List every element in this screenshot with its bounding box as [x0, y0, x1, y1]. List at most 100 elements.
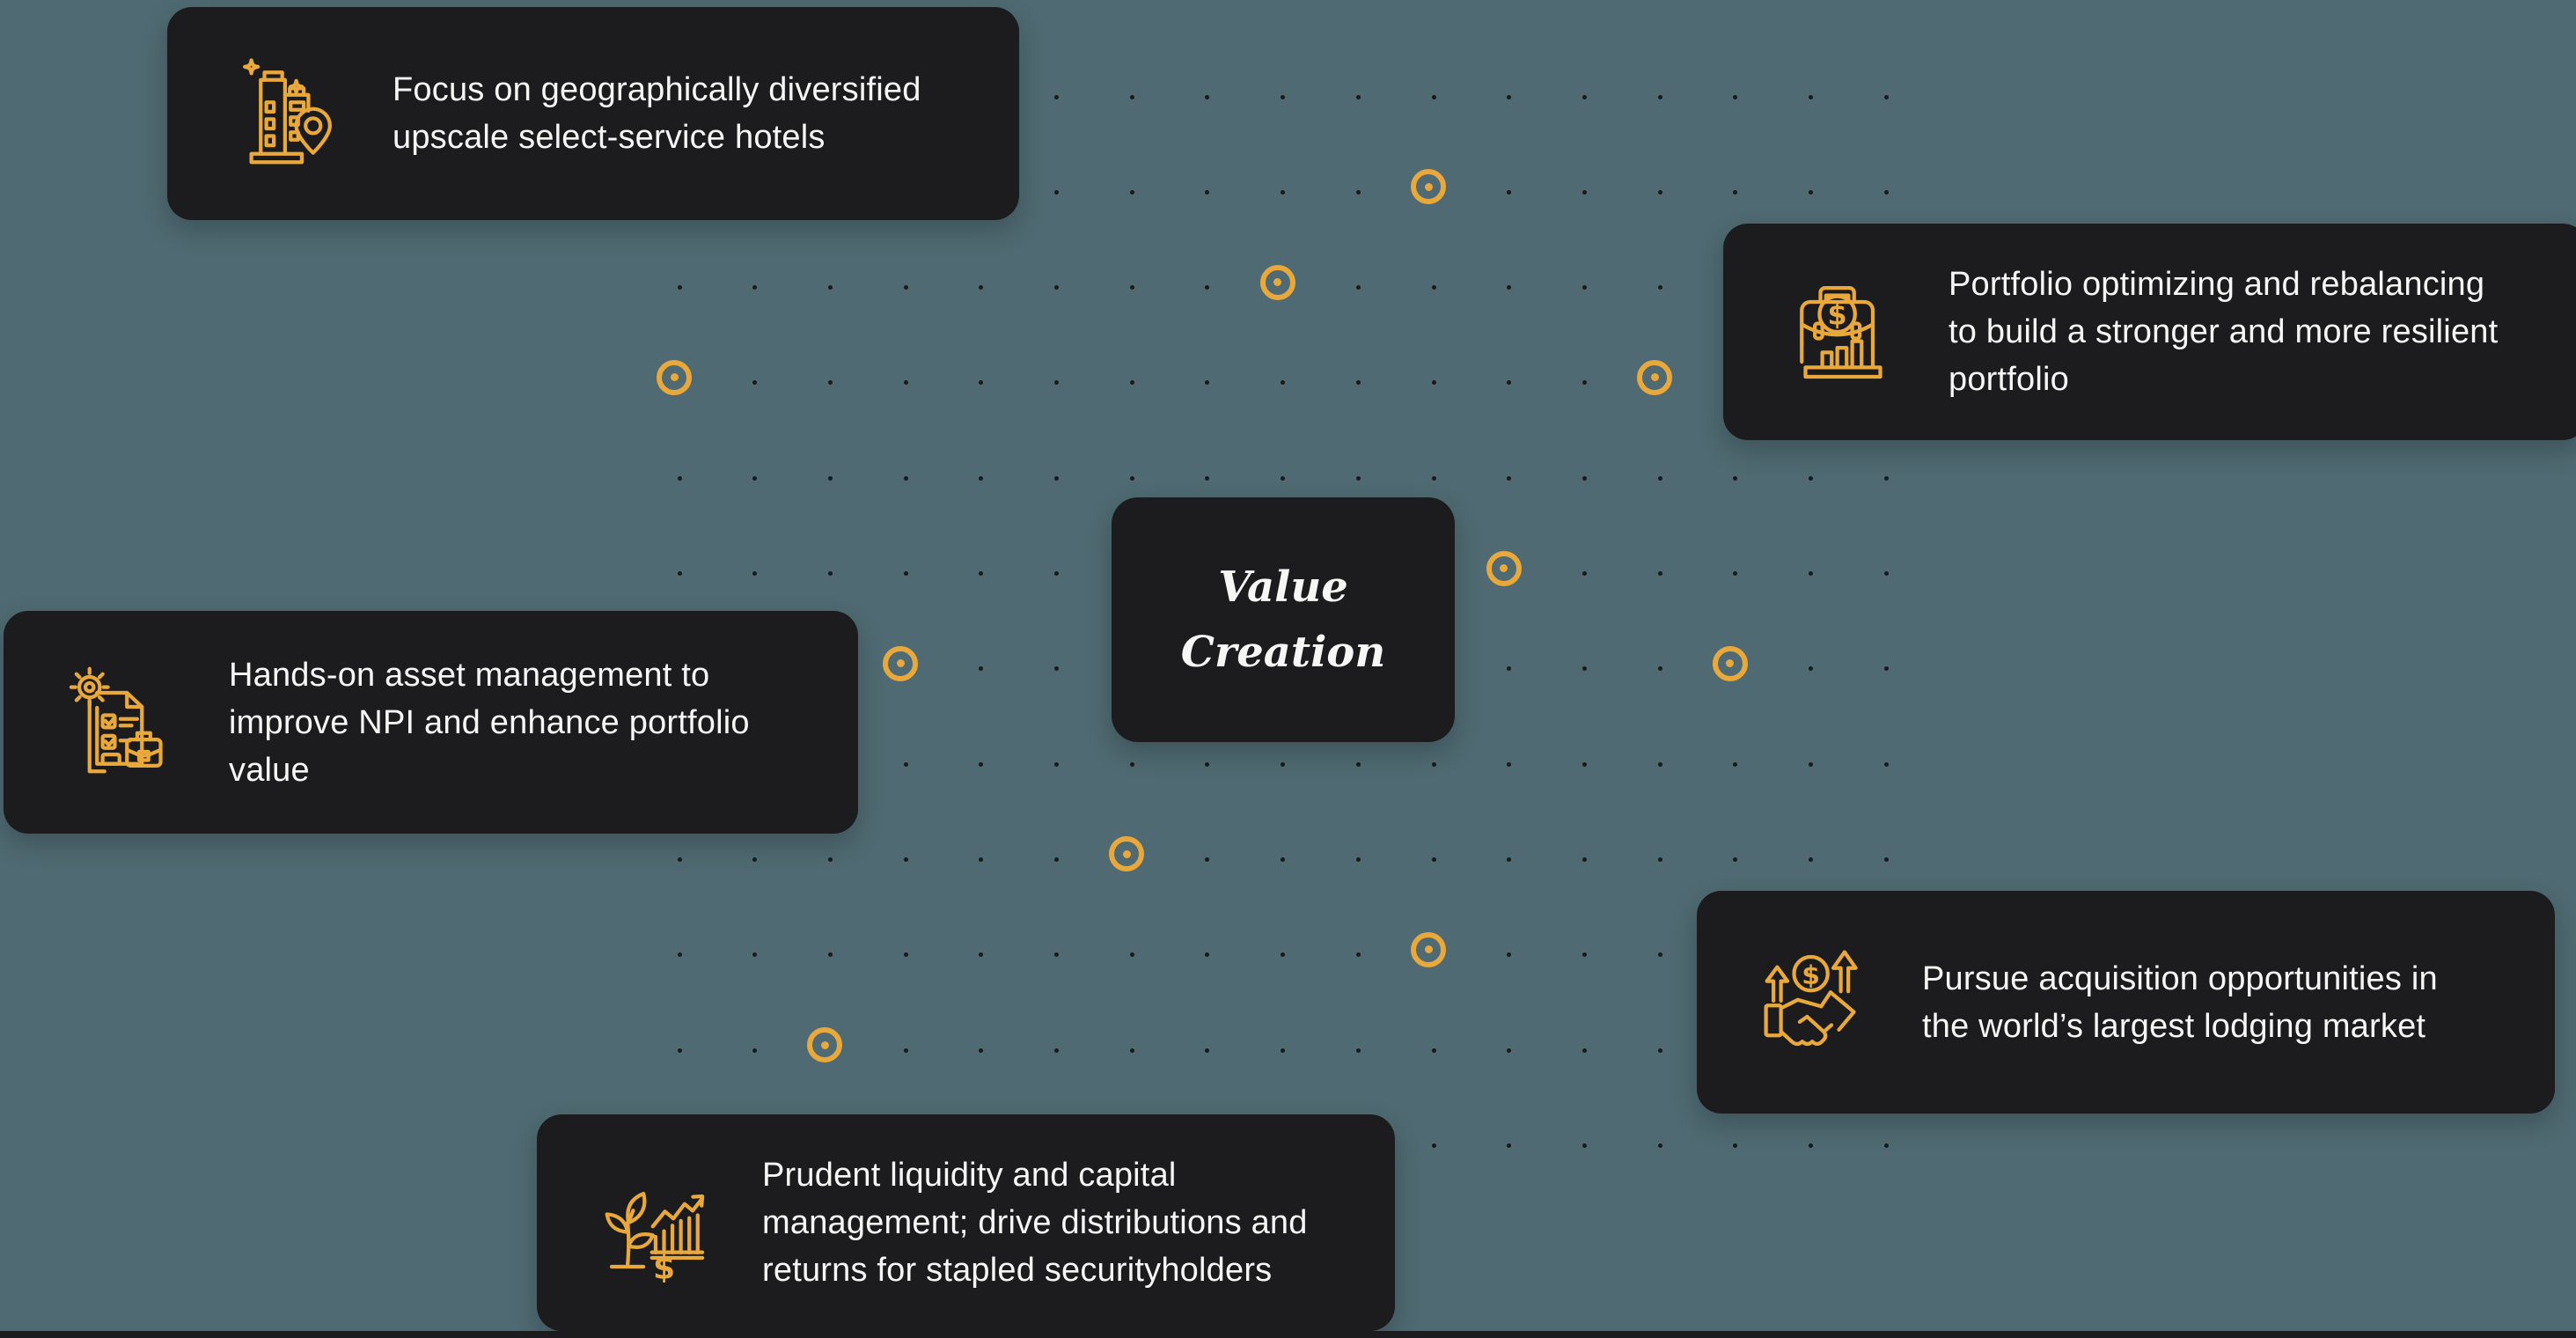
highlight-ring [1411, 931, 1446, 967]
grid-dot [1809, 571, 1813, 576]
grid-dot [1582, 1048, 1587, 1053]
card-text: Hands-on asset management to improve NPI… [229, 651, 750, 794]
grid-dot [1657, 94, 1662, 99]
grid-dot [1507, 666, 1512, 672]
grid-dot [1657, 1048, 1662, 1053]
grid-dot [1809, 94, 1813, 99]
checklist-gear-icon [63, 663, 183, 783]
grid-dot [1582, 94, 1587, 99]
grid-dot [827, 285, 833, 290]
grid-dot [1431, 285, 1436, 290]
grid-dot [1582, 1143, 1587, 1148]
grid-dot [1054, 952, 1059, 958]
card-text: Prudent liquidity and capital management… [762, 1151, 1308, 1294]
grid-dot [1883, 1143, 1889, 1148]
grid-dot [979, 666, 984, 672]
grid-dot [1281, 189, 1286, 195]
grid-dot [1431, 380, 1436, 386]
grid-dot [827, 856, 833, 862]
grid-dot [1809, 761, 1813, 767]
grid-dot [979, 761, 984, 767]
grid-dot [1355, 952, 1361, 958]
grid-dot [1205, 94, 1210, 99]
grid-dot [1129, 380, 1134, 386]
grid-dot [1809, 856, 1813, 862]
card-text-line: Portfolio optimizing and rebalancing [1949, 266, 2485, 303]
grid-dot [1657, 189, 1662, 195]
grid-dot [903, 475, 908, 481]
card-text-line: portfolio [1949, 361, 2069, 398]
grid-dot [1431, 475, 1436, 481]
grid-dot [1883, 94, 1889, 99]
grid-dot [752, 285, 758, 290]
grid-dot [1205, 189, 1210, 195]
highlight-ring [1259, 264, 1295, 300]
grid-dot [1129, 1048, 1134, 1053]
value-creation-title: Value Creation [1181, 555, 1385, 685]
grid-dot [1809, 475, 1813, 481]
grid-dot [979, 475, 984, 481]
grid-dot [1507, 1048, 1512, 1053]
grid-dot [1733, 475, 1738, 481]
hotel-building-icon [227, 54, 347, 173]
grid-dot [1054, 380, 1059, 386]
highlight-ring [1486, 550, 1522, 586]
grid-dot [1733, 1143, 1738, 1148]
card-text-line: upscale select-service hotels [393, 119, 826, 156]
grid-dot [1582, 571, 1587, 576]
grid-dot [1054, 285, 1059, 290]
grid-dot [1054, 666, 1059, 672]
highlight-ring [1411, 169, 1446, 205]
grid-dot [1507, 380, 1512, 386]
grid-dot [1355, 94, 1361, 99]
grid-dot [1054, 761, 1059, 767]
card-acquisition: $ Pursue acquisition opportunities in th… [1697, 891, 2555, 1114]
grid-dot [1054, 856, 1059, 862]
card-value-creation: Value Creation [1112, 497, 1455, 742]
grid-dot [1355, 856, 1361, 862]
grid-dot [903, 380, 908, 386]
grid-dot [903, 952, 908, 958]
grid-dot [1431, 1048, 1436, 1053]
card-text-line: returns for stapled securityholders [762, 1252, 1273, 1289]
card-text: Pursue acquisition opportunities in the … [1922, 955, 2438, 1050]
grid-dot [1657, 761, 1662, 767]
grid-dot [1054, 1048, 1059, 1053]
grid-dot [1431, 761, 1436, 767]
grid-dot [1657, 952, 1662, 958]
grid-dot [677, 285, 682, 290]
card-asset-management: Hands-on asset management to improve NPI… [4, 611, 858, 834]
highlight-ring [1637, 359, 1673, 395]
highlight-ring [1109, 836, 1145, 872]
highlight-ring [807, 1027, 843, 1062]
grid-dot [903, 285, 908, 290]
grid-dot [827, 475, 833, 481]
grid-dot [1129, 952, 1134, 958]
grid-dot [1507, 189, 1512, 195]
highlight-ring [657, 359, 692, 395]
svg-text:$: $ [653, 1249, 675, 1283]
grid-dot [1355, 761, 1361, 767]
grid-dot [827, 380, 833, 386]
grid-dot [1355, 475, 1361, 481]
card-text-line: value [229, 751, 310, 789]
handshake-growth-icon: $ [1757, 943, 1876, 1062]
card-text-line: Hands-on asset management to [229, 656, 710, 694]
card-hotels: Focus on geographically diversified upsc… [167, 7, 1019, 220]
grid-dot [979, 380, 984, 386]
grid-dot [979, 571, 984, 576]
grid-dot [1281, 1048, 1286, 1053]
grid-dot [1582, 189, 1587, 195]
grid-dot [1205, 952, 1210, 958]
grid-dot [1205, 380, 1210, 386]
grid-dot [1657, 285, 1662, 290]
grid-dot [1355, 189, 1361, 195]
svg-text:$: $ [1828, 298, 1847, 332]
grid-dot [1657, 475, 1662, 481]
grid-dot [1809, 666, 1813, 672]
grid-dot [1281, 94, 1286, 99]
grid-dot [677, 571, 682, 576]
grid-dot [1733, 856, 1738, 862]
grid-dot [1507, 475, 1512, 481]
